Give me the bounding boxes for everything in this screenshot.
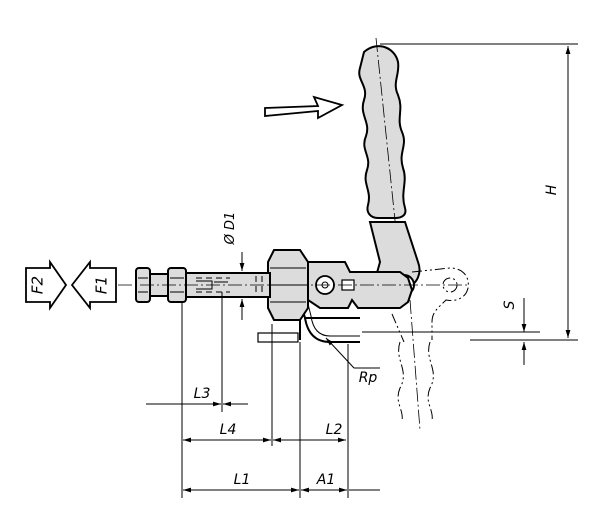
dimension-L1: L1 <box>183 472 299 493</box>
label-L1: L1 <box>234 472 251 488</box>
dimension-H: H <box>380 43 578 341</box>
force-arrows: F2 F1 <box>25 259 117 311</box>
f2-arrow-icon <box>25 259 68 311</box>
label-L3: L3 <box>194 386 211 402</box>
phantom-position <box>391 267 469 431</box>
f1-arrow-icon <box>70 259 117 311</box>
label-F1: F1 <box>93 276 111 294</box>
label-H: H <box>544 184 560 195</box>
label-L4: L4 <box>220 422 237 438</box>
dimension-L3: L3 <box>146 386 248 407</box>
label-S: S <box>502 300 518 309</box>
label-F2: F2 <box>29 276 47 294</box>
dimension-L2: L2 <box>273 422 346 443</box>
handle-grip <box>358 37 407 231</box>
label-D1: Ø D1 <box>223 212 238 246</box>
mounting-bracket <box>257 299 360 343</box>
dimension-A1: A1 <box>301 472 380 493</box>
push-arrow-icon <box>264 95 345 120</box>
label-Rp: Rp <box>359 370 378 386</box>
dimension-S: S <box>362 298 540 365</box>
label-A1: A1 <box>316 472 335 488</box>
dimension-D1: Ø D1 <box>223 212 245 320</box>
dimension-L4: L4 <box>183 422 271 443</box>
dimension-Rp: Rp <box>325 337 380 386</box>
extension-lines <box>181 292 349 498</box>
label-L2: L2 <box>326 422 343 438</box>
